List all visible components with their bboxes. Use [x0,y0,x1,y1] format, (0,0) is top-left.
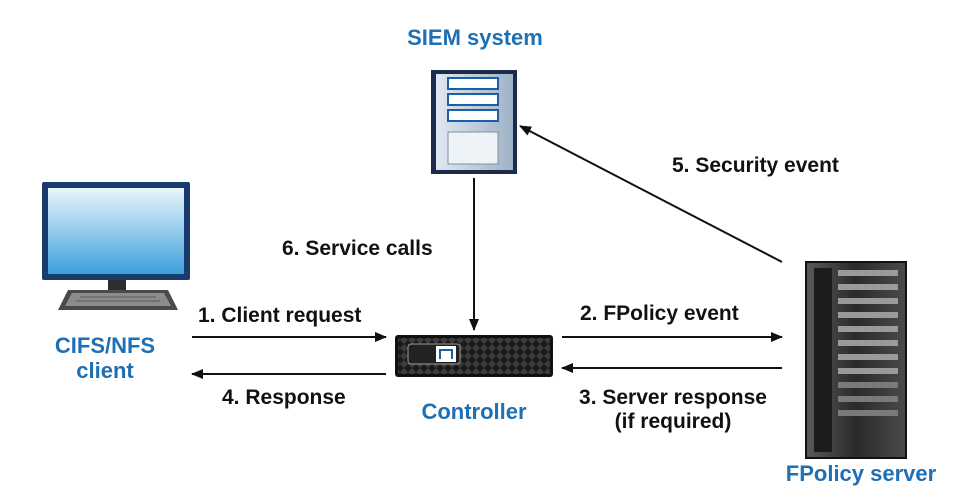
service-calls-label: 6. Service calls [282,237,433,260]
fpolicy-server-label: FPolicy server [785,461,937,486]
client-request-label: 1. Client request [198,304,362,327]
client-monitor-icon [42,182,190,310]
siem-system-label: SIEM system [407,25,543,50]
client-label-line2: client [76,357,134,383]
client-label: CIFS/NFS client [30,333,180,383]
server-response-line2: (if required) [614,410,732,434]
fpolicy-event-label: 2. FPolicy event [580,302,739,325]
siem-server-icon [431,70,517,174]
controller-label: Controller [421,399,527,424]
arrow-security-event [519,125,783,263]
fpolicy-server-icon [805,261,907,459]
client-label-line1: CIFS/NFS [54,333,156,358]
server-response-label: 3. Server response (if required) [562,386,784,434]
controller-icon [395,335,553,377]
server-response-line1: 3. Server response [579,386,767,409]
response-label: 4. Response [222,386,346,409]
security-event-label: 5. Security event [672,154,839,177]
